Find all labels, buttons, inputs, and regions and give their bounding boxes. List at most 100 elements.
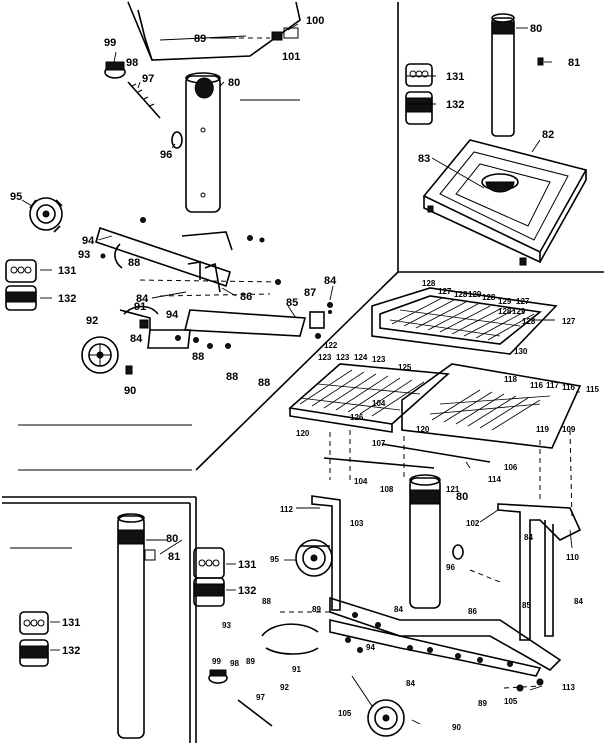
- label-129c: 129: [512, 307, 526, 316]
- label-114: 114: [488, 475, 501, 484]
- label-123a: 123: [318, 353, 332, 362]
- axle-bracket-assembly: [261, 623, 319, 655]
- label-84b: 84: [324, 275, 337, 287]
- label-90: 90: [124, 385, 136, 397]
- callout-labels: 100 89 101 99 98 97 80 96 95 94 93 88 13…: [10, 15, 599, 732]
- wheel-95-assembly: [295, 539, 333, 577]
- label-97b: 97: [256, 693, 265, 702]
- label-95b: 95: [270, 555, 279, 564]
- label-89c: 89: [246, 657, 255, 666]
- label-89b: 89: [312, 605, 321, 614]
- label-80: 80: [228, 77, 240, 89]
- label-80-assembly: 80: [456, 491, 468, 503]
- label-127c: 127: [562, 317, 576, 326]
- label-117: 117: [546, 381, 559, 390]
- label-99: 99: [104, 37, 116, 49]
- label-126: 126: [350, 413, 364, 422]
- label-80-bottom: 80: [166, 533, 178, 545]
- label-123b: 123: [372, 355, 386, 364]
- label-89d: 89: [478, 699, 487, 708]
- label-86b: 86: [468, 607, 477, 616]
- label-100: 100: [306, 15, 324, 27]
- label-91b: 91: [292, 665, 301, 674]
- label-84g: 84: [406, 679, 415, 688]
- warming-rack-127: [371, 287, 558, 355]
- label-93: 93: [78, 249, 90, 261]
- post-80-assembly: [409, 474, 441, 609]
- grommet-96-assembly: [452, 544, 464, 560]
- label-119: 119: [536, 425, 549, 434]
- label-81-right: 81: [568, 57, 580, 69]
- label-132-bottom: 132: [62, 645, 80, 657]
- label-88d: 88: [258, 377, 270, 389]
- sleeve-132-assembly: [193, 577, 225, 607]
- label-113: 113: [562, 683, 575, 692]
- label-110: 110: [566, 553, 579, 562]
- label-109: 109: [562, 425, 576, 434]
- wheel-95-top: [29, 197, 63, 233]
- label-84c: 84: [130, 333, 143, 345]
- label-84d: 84: [524, 533, 533, 542]
- label-122: 122: [324, 341, 338, 350]
- label-116a: 116: [530, 381, 543, 390]
- label-85b: 85: [522, 601, 531, 610]
- label-115: 115: [586, 385, 599, 394]
- label-92b: 92: [280, 683, 289, 692]
- label-132: 132: [58, 293, 76, 305]
- label-103: 103: [350, 519, 364, 528]
- label-96: 96: [160, 149, 172, 161]
- sleeve-131-assembly: [193, 547, 225, 579]
- label-128b: 128: [454, 290, 468, 299]
- label-88e: 88: [262, 597, 271, 606]
- label-129b: 129: [498, 297, 512, 306]
- label-95: 95: [10, 191, 22, 203]
- label-128: 128: [422, 279, 436, 288]
- label-131-bottom: 131: [62, 617, 80, 629]
- label-82: 82: [542, 129, 554, 141]
- label-128c: 128: [482, 293, 496, 302]
- frame-assembly-left: [95, 217, 333, 349]
- label-105a: 105: [338, 709, 352, 718]
- support-rods: [323, 429, 573, 521]
- post-80-right: [491, 13, 515, 137]
- label-106: 106: [504, 463, 518, 472]
- screw-81-right: [537, 57, 544, 66]
- label-88c: 88: [226, 371, 238, 383]
- label-118: 118: [504, 375, 517, 384]
- grommet-96: [171, 131, 183, 149]
- label-125: 125: [398, 363, 412, 372]
- label-90b: 90: [452, 723, 461, 732]
- axle-bracket-91: [123, 305, 159, 329]
- label-91: 91: [134, 301, 146, 313]
- label-94c: 94: [366, 643, 375, 652]
- label-105b: 105: [504, 697, 518, 706]
- label-131: 131: [58, 265, 76, 277]
- label-131-assembly: 131: [238, 559, 256, 571]
- drip-tray-82: [422, 139, 588, 266]
- label-87: 87: [304, 287, 316, 299]
- sleeve-132-bottom: [19, 639, 49, 667]
- assembly-dashes: [280, 569, 541, 689]
- sleeve-132-left: [5, 285, 37, 311]
- label-116b: 116: [562, 383, 575, 392]
- label-130: 130: [514, 347, 528, 356]
- label-132-assembly: 132: [238, 585, 256, 597]
- label-86: 86: [240, 291, 252, 303]
- label-80-right: 80: [530, 23, 542, 35]
- label-94: 94: [82, 235, 95, 247]
- label-107: 107: [372, 439, 386, 448]
- leader-lines: [21, 23, 580, 725]
- label-98b: 98: [230, 659, 239, 668]
- leg-102: [497, 503, 582, 641]
- sleeve-131-left: [5, 259, 37, 283]
- label-83: 83: [418, 153, 430, 165]
- label-123-mid: 123: [336, 353, 350, 362]
- label-97: 97: [142, 73, 154, 85]
- leg-103: [311, 495, 341, 611]
- label-96b: 96: [446, 563, 455, 572]
- bolt-89-top: [230, 27, 299, 41]
- sleeve-131-right: [405, 63, 433, 87]
- label-104b: 104: [354, 477, 368, 486]
